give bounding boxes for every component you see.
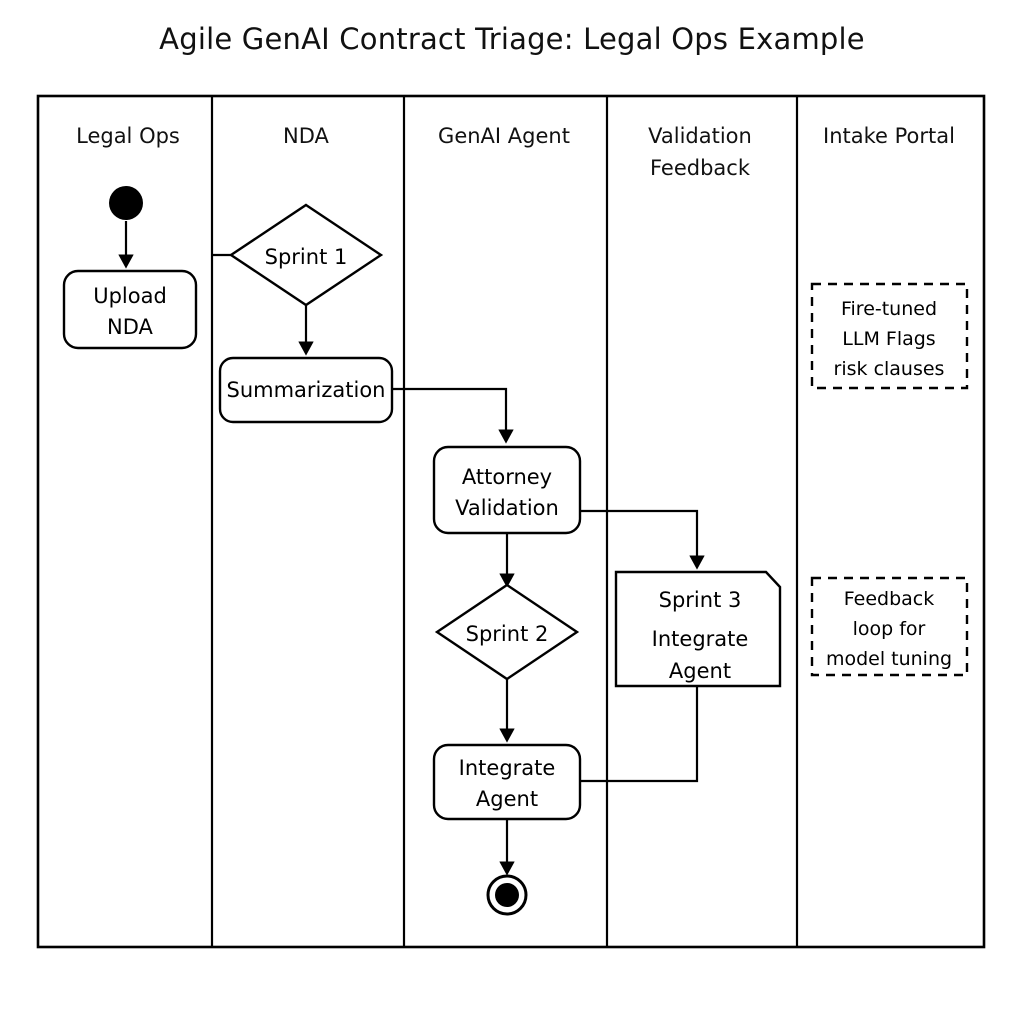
node-attorney-validation-label-line2: Validation xyxy=(455,496,559,520)
initial-node xyxy=(109,186,143,220)
lane-header-validation-feedback: Validation xyxy=(648,124,752,148)
lane-header-intake-portal: Intake Portal xyxy=(823,124,955,148)
node-sprint2-label: Sprint 2 xyxy=(466,622,549,646)
page-title: Agile GenAI Contract Triage: Legal Ops E… xyxy=(159,22,865,56)
final-node xyxy=(495,883,519,907)
comment-llm-flags-line2: LLM Flags xyxy=(842,328,935,350)
comment-feedback-loop-line3: model tuning xyxy=(826,648,952,670)
node-attorney-validation[interactable] xyxy=(432,445,582,535)
node-integrate-agent-label-line1: Integrate xyxy=(459,756,556,780)
node-attorney-validation-label-line1: Attorney xyxy=(462,465,552,489)
lane-header-legal-ops: Legal Ops xyxy=(76,124,180,148)
node-upload-nda-label-line2: NDA xyxy=(107,315,154,339)
node-upload-nda[interactable] xyxy=(62,269,198,350)
final-node-ring xyxy=(486,874,528,916)
swimlane-frame xyxy=(36,94,986,949)
node-upload-nda-label-line1: Upload xyxy=(93,284,167,308)
node-integrate-agent-label-line2: Agent xyxy=(476,787,538,811)
edge-attorney-validation-to-sprint3 xyxy=(580,509,705,570)
node-sprint1-label: Sprint 1 xyxy=(265,245,348,269)
node-sprint3-note-line1: Sprint 3 xyxy=(659,588,742,612)
comment-llm-flags xyxy=(810,282,969,390)
node-sprint3-note[interactable] xyxy=(614,570,782,688)
comment-feedback-loop xyxy=(810,576,969,677)
lane-header-nda: NDA xyxy=(283,124,330,148)
comment-llm-flags-line1: Fire-tuned xyxy=(841,298,937,320)
node-summarization-label: Summarization xyxy=(226,378,385,402)
edge-sprint3-to-integrate-agent-feedback xyxy=(580,686,699,783)
node-sprint3-note-line3: Agent xyxy=(669,659,731,683)
lane-header-genai-agent: GenAI Agent xyxy=(438,124,570,148)
edge-summarization-to-attorney-validation xyxy=(392,387,514,444)
node-sprint3-note-line2: Integrate xyxy=(652,627,749,651)
comment-feedback-loop-line2: loop for xyxy=(853,618,926,640)
lane-header-validation-feedback-line2: Feedback xyxy=(650,156,751,180)
comment-llm-flags-line3: risk clauses xyxy=(834,358,945,380)
comment-feedback-loop-line1: Feedback xyxy=(844,588,934,610)
